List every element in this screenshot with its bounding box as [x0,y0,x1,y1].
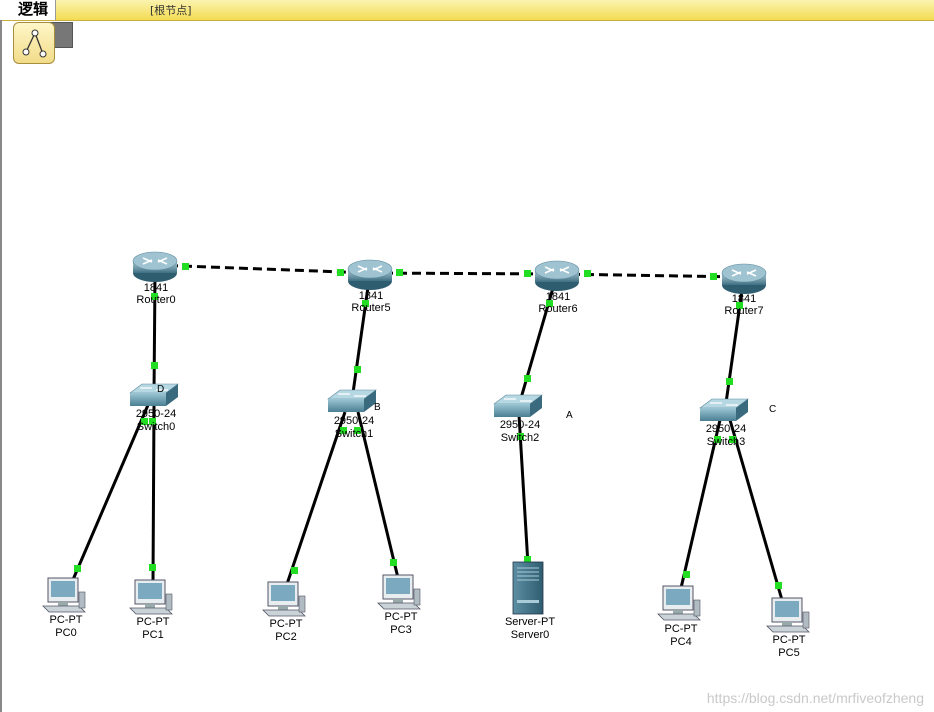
link-router6-switch2[interactable] [517,287,555,406]
link-switch3-pc4[interactable] [679,419,722,589]
switch1[interactable]: 2950-24 Switch1 B [327,389,381,440]
switch1-model: 2950-24 [334,415,374,427]
logical-view-button[interactable] [13,22,55,64]
router7-name: Router7 [724,305,763,317]
root-node-label[interactable]: [根节点] [150,4,192,17]
server0[interactable]: Server-PT Server0 [505,561,555,641]
router7[interactable]: 1841 Router7 [721,263,767,317]
switch2-name: Switch2 [501,432,540,444]
pc0-model: PC-PT [50,614,83,626]
pc2[interactable]: PC-PT PC2 [262,581,306,643]
pc-icon [262,581,306,617]
switch2[interactable]: 2950-24 Switch2 A [493,394,573,444]
link-status-dots [74,263,782,589]
pc3[interactable]: PC-PT PC3 [377,574,421,636]
pc4[interactable]: PC-PT PC4 [657,585,701,648]
pc-icon [129,579,173,615]
router0-name: Router0 [136,294,175,306]
server-icon [512,561,544,615]
switch3-name: Switch3 [707,436,746,448]
switch2-note: A [566,410,573,421]
pc-icon [42,577,86,613]
pc1-name: PC1 [142,629,163,641]
pc1-model: PC-PT [137,616,170,628]
switch2-model: 2950-24 [500,419,540,431]
links [70,263,784,601]
top-toolbar: 逻辑 [根节点] [0,0,934,21]
pc1[interactable]: PC-PT PC1 [129,579,173,641]
link-switch0-pc0[interactable] [70,404,150,583]
pc2-name: PC2 [275,631,296,643]
pc3-model: PC-PT [385,611,418,623]
pc0-name: PC0 [55,627,76,639]
pc4-model: PC-PT [665,623,698,635]
switch0-name: Switch0 [137,421,176,433]
router5-name: Router5 [351,302,390,314]
link-switch1-pc2[interactable] [285,411,347,585]
pc-icon [766,597,810,633]
switch1-name: Switch1 [335,428,374,440]
pc4-name: PC4 [670,636,691,648]
switch0[interactable]: 2950-24 Switch0 D [129,383,179,433]
switch-icon [699,398,749,422]
pc-icon [657,585,701,621]
router7-model: 1841 [732,293,756,305]
pc2-model: PC-PT [270,618,303,630]
router6-model: 1841 [546,291,570,303]
router5-model: 1841 [359,290,383,302]
link-switch1-pc3[interactable] [356,411,400,579]
link-router7-switch3[interactable] [723,289,744,411]
router5[interactable]: 1841 Router5 [347,259,393,314]
router-icon [132,251,178,283]
switch-icon [327,389,377,413]
server0-name: Server0 [511,629,550,641]
watermark: https://blog.csdn.net/mrfiveofzheng [706,690,924,706]
pc5-model: PC-PT [773,634,806,646]
pc-icon [377,574,421,610]
router0[interactable]: 1841 Router0 [132,251,178,306]
server0-model: Server-PT [505,616,555,628]
topology-icon [22,29,47,58]
link-switch0-pc1[interactable] [151,404,156,583]
router0-model: 1841 [144,282,168,294]
switch0-model: 2950-24 [136,408,176,420]
link-switch3-pc5[interactable] [728,419,784,601]
pc0[interactable]: PC-PT PC0 [42,577,86,639]
switch-icon [129,383,179,407]
switch0-note: D [157,384,164,395]
router-icon [347,259,393,291]
router-icon [721,263,767,295]
switch3-model: 2950-24 [706,423,746,435]
router6[interactable]: 1841 Router6 [534,260,580,315]
router6-name: Router6 [538,303,577,315]
router-icon [534,260,580,292]
switch3-note: C [769,404,776,415]
workspace-left-border [0,20,2,712]
switch3[interactable]: 2950-24 Switch3 C [699,398,776,448]
link-router0-router5[interactable] [154,263,371,275]
switch1-note: B [374,402,381,413]
switch-icon [493,394,543,418]
pc5-name: PC5 [778,647,799,659]
logical-tab-title[interactable]: 逻辑 [0,0,56,20]
pc5[interactable]: PC-PT PC5 [766,597,810,659]
pc3-name: PC3 [390,624,411,636]
